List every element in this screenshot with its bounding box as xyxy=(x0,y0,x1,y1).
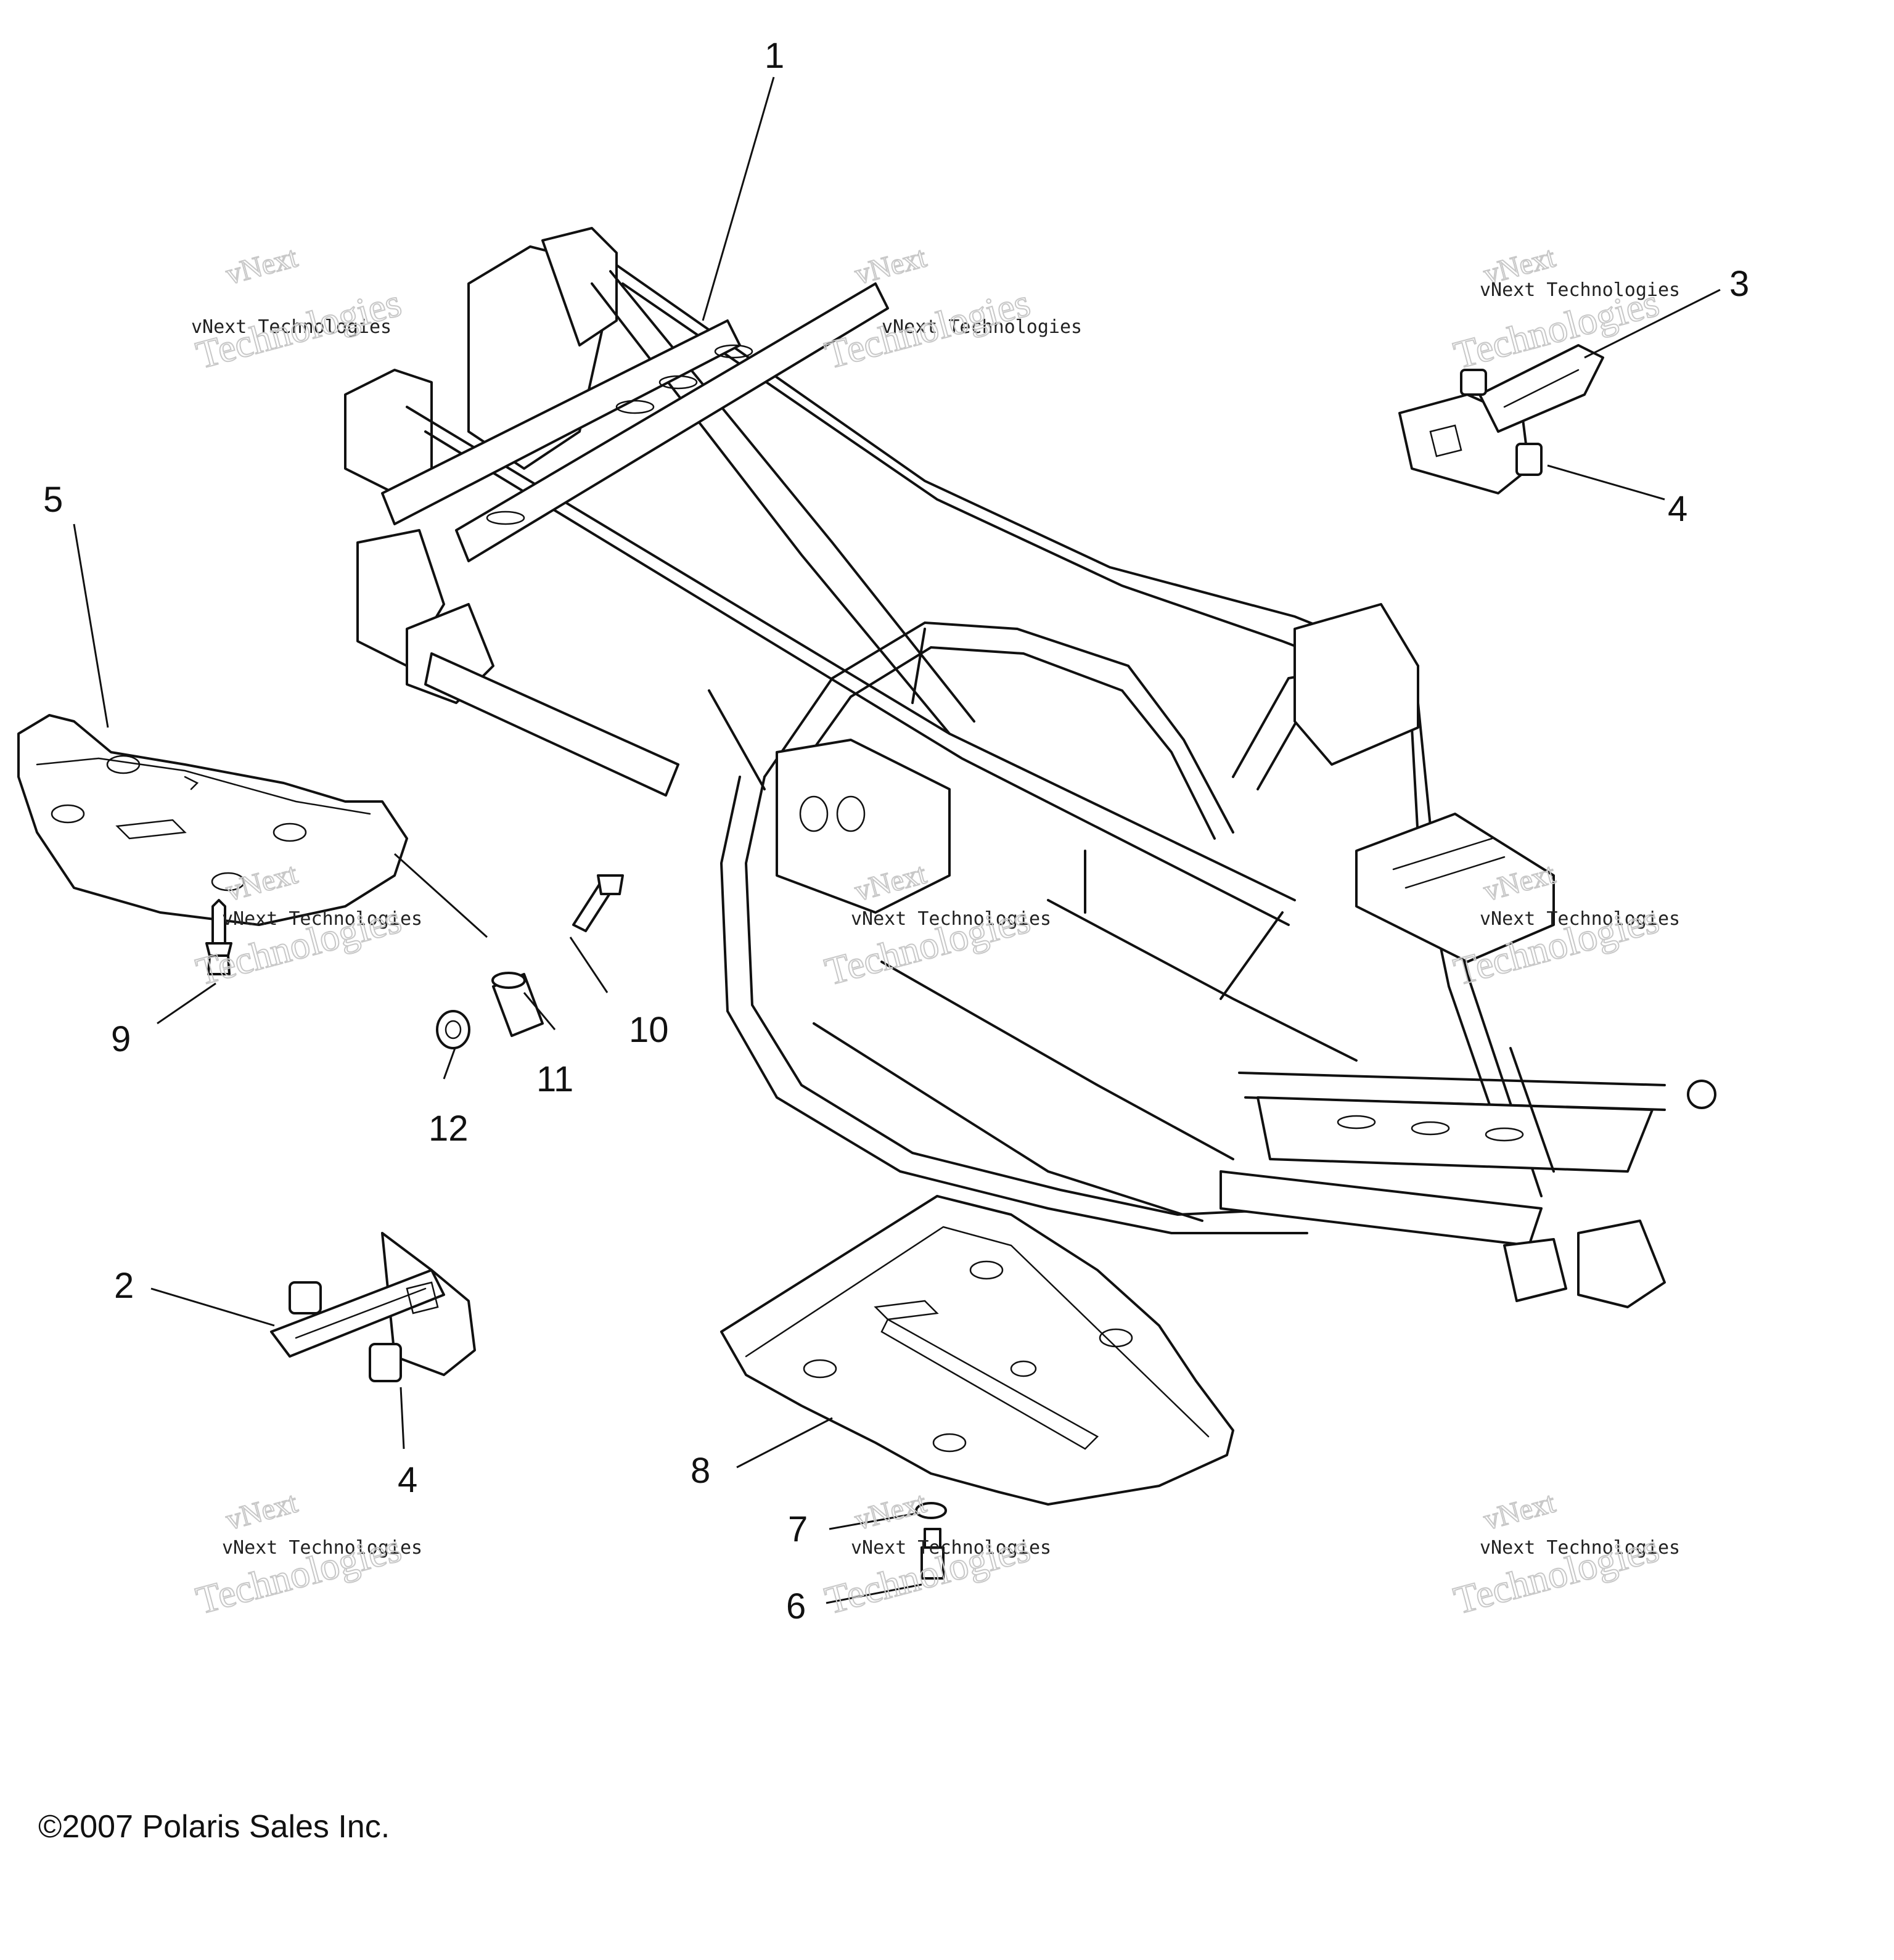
watermark-line1: vNext Technologies xyxy=(851,908,1051,930)
watermark-line2: Technologies xyxy=(192,281,406,377)
callout-7: 7 xyxy=(788,1509,808,1549)
watermark-vnext: vNext xyxy=(851,240,930,291)
callout-6: 6 xyxy=(786,1586,806,1626)
callout-10: 10 xyxy=(629,1010,669,1050)
watermark-line1: vNext Technologies xyxy=(222,1537,422,1559)
callout-labels: 1 2 3 4 4 5 6 7 8 9 10 11 12 xyxy=(43,36,1749,1626)
watermark-vnext: vNext xyxy=(223,240,301,291)
watermark-vnext: vNext xyxy=(223,1486,301,1536)
callout-8: 8 xyxy=(691,1451,710,1491)
watermark-line1: vNext Technologies xyxy=(1480,279,1680,301)
watermark-line1: vNext Technologies xyxy=(851,1537,1051,1559)
watermark-line1: vNext Technologies xyxy=(222,908,422,930)
right-mount-bracket xyxy=(1398,344,1604,494)
callout-11: 11 xyxy=(536,1059,573,1099)
watermark-line1: vNext Technologies xyxy=(1480,1537,1680,1559)
left-mount-bracket xyxy=(270,1232,476,1382)
callout-4a: 4 xyxy=(1668,489,1687,529)
callout-1: 1 xyxy=(765,36,784,76)
copyright-notice: ©2007 Polaris Sales Inc. xyxy=(38,1809,390,1845)
hardware xyxy=(205,874,947,1580)
leader-lines xyxy=(73,76,1721,1604)
callout-9: 9 xyxy=(111,1019,131,1059)
callout-2: 2 xyxy=(114,1266,134,1306)
callout-5: 5 xyxy=(43,480,63,520)
watermark-line1: vNext Technologies xyxy=(882,316,1082,338)
callout-4b: 4 xyxy=(398,1460,417,1500)
watermark-line1: vNext Technologies xyxy=(191,316,392,338)
main-frame xyxy=(344,227,1716,1308)
front-skid-plate xyxy=(17,714,408,926)
rear-skid-plate xyxy=(720,1195,1234,1506)
watermark-vnext: vNext xyxy=(1480,1486,1559,1536)
callout-3: 3 xyxy=(1729,264,1749,304)
watermark-line1: vNext Technologies xyxy=(1480,908,1680,930)
callout-12: 12 xyxy=(428,1109,469,1149)
watermark-vnext: vNext xyxy=(851,1486,930,1536)
watermark-line2: Technologies xyxy=(821,281,1035,377)
watermarks: vNext vNext Technologies Technologies vN… xyxy=(191,240,1680,1623)
